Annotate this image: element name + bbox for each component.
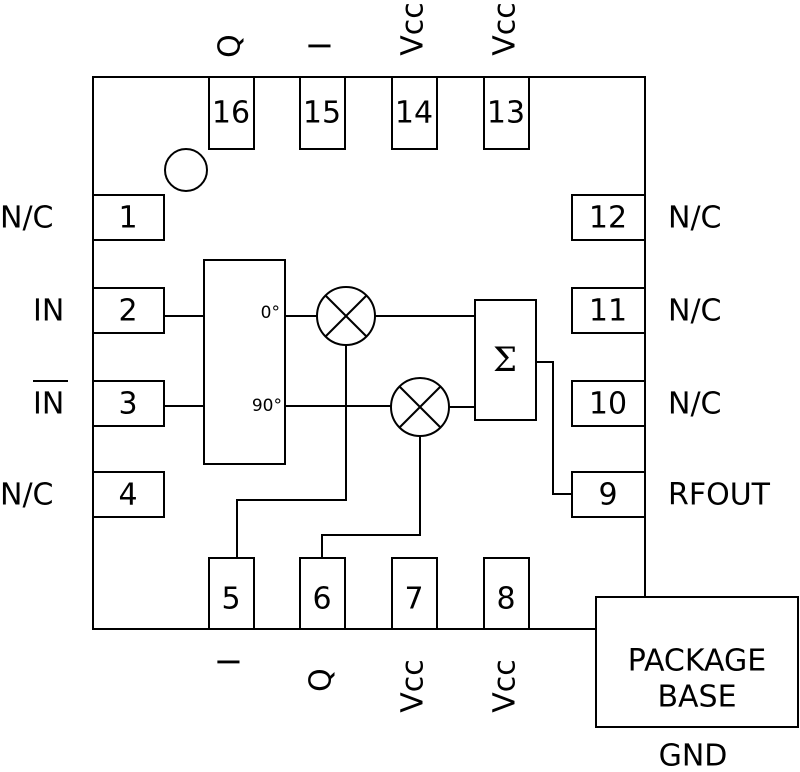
pin-4-label: N/C bbox=[0, 478, 54, 513]
svg-text:3: 3 bbox=[118, 387, 137, 422]
pin-1: 1 N/C bbox=[0, 194, 165, 241]
pin-7-label: Vcc bbox=[396, 659, 431, 713]
wire-summer-rfout bbox=[536, 361, 572, 495]
pin-16-label: Q bbox=[213, 34, 248, 58]
svg-text:8: 8 bbox=[496, 582, 515, 617]
pin-10: 10 N/C bbox=[571, 380, 722, 427]
pin-15-label: I bbox=[304, 42, 339, 51]
svg-text:7: 7 bbox=[404, 582, 423, 617]
svg-text:13: 13 bbox=[487, 96, 525, 131]
package-base-box bbox=[595, 596, 799, 728]
svg-text:5: 5 bbox=[221, 582, 240, 617]
pin-4: 4 N/C bbox=[0, 471, 165, 518]
pin-5: 5 I bbox=[208, 557, 255, 667]
svg-text:11: 11 bbox=[589, 294, 627, 329]
phase-90-label: 90° bbox=[252, 396, 282, 416]
pin-2: 2 IN bbox=[33, 287, 165, 334]
svg-text:9: 9 bbox=[598, 478, 617, 513]
svg-text:16: 16 bbox=[212, 96, 250, 131]
pin-13-label: Vcc bbox=[488, 2, 523, 56]
pin-12: 12 N/C bbox=[571, 194, 722, 241]
pin-11-label: N/C bbox=[668, 294, 722, 329]
package-base-line1: PACKAGE bbox=[628, 644, 766, 679]
mixer-2-symbol bbox=[390, 377, 450, 437]
pin-5-label: I bbox=[213, 658, 248, 667]
svg-text:4: 4 bbox=[118, 478, 137, 513]
pin-6-label: Q bbox=[304, 668, 339, 692]
phase-splitter-block bbox=[203, 259, 286, 465]
pin1-indicator-circle bbox=[164, 148, 208, 192]
svg-text:6: 6 bbox=[312, 582, 331, 617]
mixer-1-symbol bbox=[316, 286, 376, 346]
wire-pin5-mixer1 bbox=[236, 345, 347, 558]
sigma-symbol: Σ bbox=[493, 340, 517, 380]
pin-10-label: N/C bbox=[668, 387, 722, 422]
pin-1-label: N/C bbox=[0, 201, 54, 236]
pin-7: 7 Vcc bbox=[391, 557, 438, 713]
pin-9: 9 RFOUT bbox=[571, 471, 771, 518]
pin-8-label: Vcc bbox=[488, 659, 523, 713]
pin-14-label: Vcc bbox=[396, 2, 431, 56]
package-outline bbox=[92, 76, 646, 630]
svg-text:14: 14 bbox=[395, 96, 433, 131]
pin-2-label: IN bbox=[33, 294, 64, 329]
svg-text:12: 12 bbox=[589, 201, 627, 236]
svg-text:10: 10 bbox=[589, 387, 627, 422]
pin-14: 14 Vcc bbox=[391, 2, 438, 150]
pin-3-label: IN bbox=[33, 387, 64, 422]
pin-3: 3 IN bbox=[33, 380, 165, 427]
svg-text:15: 15 bbox=[303, 96, 341, 131]
phase-0-label: 0° bbox=[261, 303, 280, 323]
package-base-line2: BASE bbox=[657, 680, 736, 715]
pin-13: 13 Vcc bbox=[483, 2, 530, 150]
pin-9-label: RFOUT bbox=[668, 478, 771, 513]
pin-16: 16 Q bbox=[208, 34, 255, 150]
summer-block bbox=[474, 299, 537, 421]
pin-6: 6 Q bbox=[299, 557, 346, 692]
pin-15: 15 I bbox=[299, 42, 346, 150]
wire-pin6-mixer2 bbox=[321, 436, 421, 558]
pin-11: 11 N/C bbox=[571, 287, 722, 334]
pin-12-label: N/C bbox=[668, 201, 722, 236]
gnd-label: GND bbox=[659, 739, 728, 772]
pin-8: 8 Vcc bbox=[483, 557, 530, 713]
svg-text:1: 1 bbox=[118, 201, 137, 236]
svg-text:2: 2 bbox=[118, 294, 137, 329]
